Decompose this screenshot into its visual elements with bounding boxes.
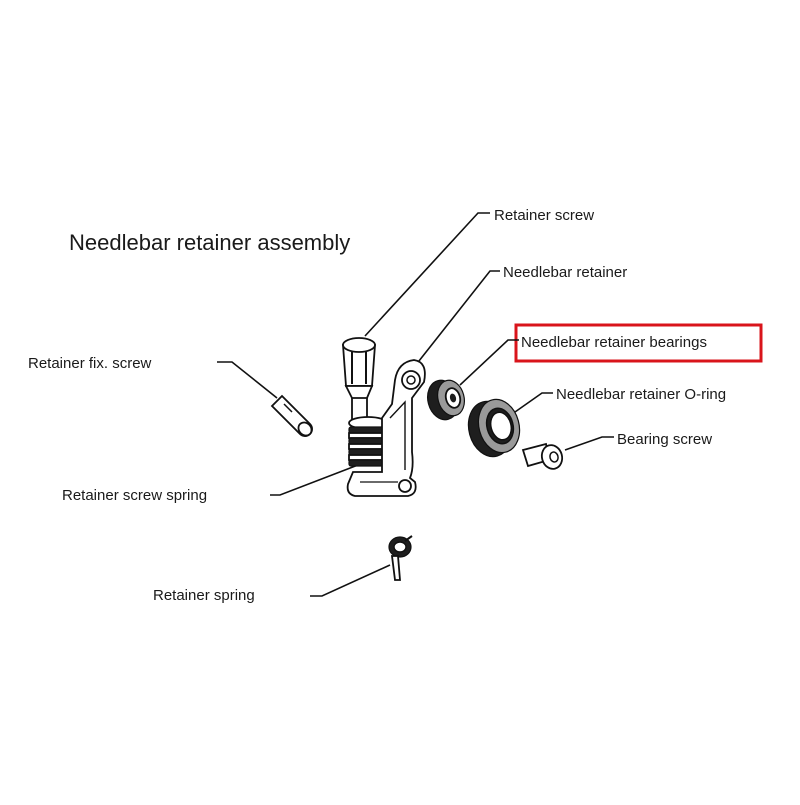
- leader-retainer-fix-screw: [217, 361, 278, 399]
- needlebar-retainer-o-ring-part: [467, 398, 521, 458]
- label-needlebar-retainer-o-ring: Needlebar retainer O-ring: [556, 386, 726, 403]
- retainer-screw-part: [342, 337, 376, 423]
- leader-retainer-screw: [364, 212, 490, 337]
- label-retainer-screw: Retainer screw: [494, 207, 594, 224]
- diagram-title: Needlebar retainer assembly: [69, 230, 350, 255]
- leader-retainer-screw-spring: [270, 464, 359, 496]
- bearing-screw-part: [521, 442, 564, 470]
- retainer-fix-screw-part: [270, 394, 313, 437]
- leader-bearing-screw: [564, 436, 614, 451]
- leader-retainer-spring: [310, 564, 391, 597]
- leader-needlebar-retainer-o-ring: [514, 392, 553, 413]
- label-needlebar-retainer-bearings: Needlebar retainer bearings: [521, 334, 707, 351]
- highlight-box: [514, 323, 763, 363]
- needlebar-retainer-part: [346, 359, 426, 497]
- label-retainer-spring: Retainer spring: [153, 587, 255, 604]
- label-needlebar-retainer: Needlebar retainer: [503, 264, 627, 281]
- label-retainer-fix-screw: Retainer fix. screw: [28, 355, 152, 372]
- retainer-spring-part: [388, 535, 413, 581]
- label-bearing-screw: Bearing screw: [617, 431, 712, 448]
- label-retainer-screw-spring: Retainer screw spring: [62, 487, 207, 504]
- needlebar-retainer-bearings-part: [427, 379, 465, 421]
- leader-needlebar-retainer-bearings: [459, 339, 519, 386]
- leader-needlebar-retainer: [414, 270, 500, 367]
